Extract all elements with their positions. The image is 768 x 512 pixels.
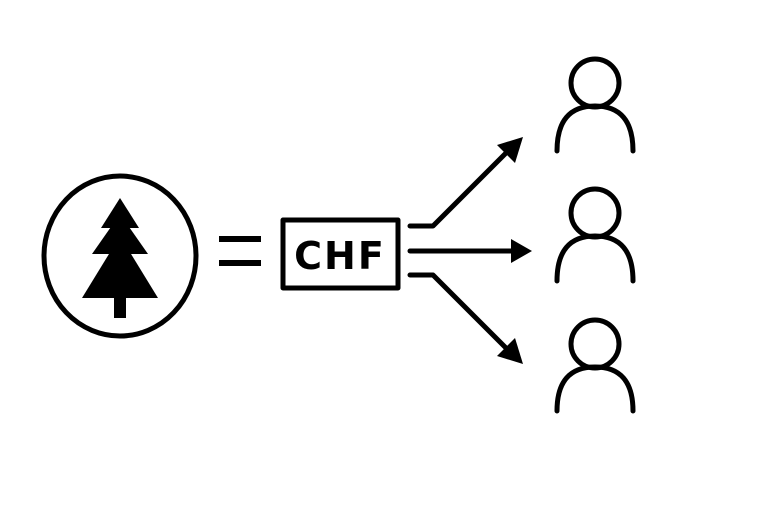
currency-box: CHF xyxy=(280,217,401,291)
arrow-down xyxy=(407,272,523,364)
person-icon xyxy=(554,56,636,154)
arrow-up xyxy=(407,137,523,229)
person-icon xyxy=(554,186,636,284)
tree-in-circle-icon xyxy=(41,173,199,339)
arrow-middle xyxy=(407,239,532,263)
person-icon xyxy=(554,317,636,414)
currency-label: CHF xyxy=(294,234,386,278)
equals-sign xyxy=(219,236,261,266)
tree-icon xyxy=(82,198,158,318)
